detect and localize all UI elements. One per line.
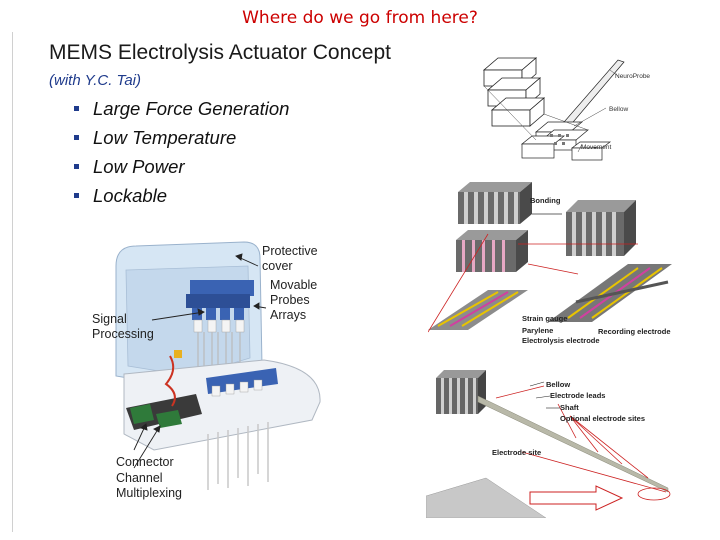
label-shaft: Shaft <box>560 403 579 412</box>
bullet-item: Low Power <box>74 156 289 185</box>
bullet-item: Low Temperature <box>74 127 289 156</box>
bullet-text: Low Temperature <box>93 127 237 148</box>
bullet-marker-icon <box>74 106 79 111</box>
bullet-list: Large Force Generation Low Temperature L… <box>74 98 289 214</box>
substrate-right <box>548 264 672 322</box>
left-rule <box>12 32 13 532</box>
probe-drawing <box>426 370 671 518</box>
bullet-marker-icon <box>74 193 79 198</box>
label-parylene: Parylene <box>522 326 554 335</box>
label-movement: Movement <box>581 144 612 151</box>
bullet-marker-icon <box>74 164 79 169</box>
device-figure: Protective cover Movable Probes Arrays S… <box>86 238 336 510</box>
main-heading: MEMS Electrolysis Actuator Concept <box>49 41 391 64</box>
label-recording-electrode: Recording electrode <box>598 327 671 336</box>
bullet-item: Large Force Generation <box>74 98 289 127</box>
bonding-figure: Bonding Strain gauge Parylene Electrolys… <box>428 182 672 348</box>
label-protective-cover: Protective cover <box>262 244 318 273</box>
label-electrode-leads: Electrode leads <box>550 391 606 400</box>
label-optional-sites: Optional electrode sites <box>560 414 646 423</box>
label-neuroprobe: NeuroProbe <box>615 73 651 80</box>
slide-title: Where do we go from here? <box>242 8 478 28</box>
bullet-text: Large Force Generation <box>93 98 290 119</box>
probe-array <box>186 280 254 376</box>
bullet-text: Lockable <box>93 185 168 206</box>
label-bellow-top: Bellow <box>609 106 629 113</box>
actuator-drawing <box>482 57 625 161</box>
label-bellow: Bellow <box>546 380 571 389</box>
block-top <box>458 182 532 224</box>
block-middle <box>456 230 528 272</box>
label-strain-gauge: Strain gauge <box>522 314 568 323</box>
substrate-left <box>428 290 528 330</box>
bellow-block <box>436 370 486 414</box>
label-channel-multiplexing: Channel Multiplexing <box>116 471 183 500</box>
bullet-text: Low Power <box>93 156 185 177</box>
base-probe-bar <box>206 368 278 397</box>
bonding-drawing <box>428 182 672 348</box>
label-bonding: Bonding <box>530 196 561 205</box>
actuator-figure: NeuroProbe Bellow Movement <box>478 40 710 162</box>
bullet-marker-icon <box>74 135 79 140</box>
label-electrolysis-electrode: Electrolysis electrode <box>522 336 600 345</box>
block-right <box>566 200 636 256</box>
probe-figure: Bellow Electrode leads Shaft Optional el… <box>426 368 676 518</box>
label-electrode-site: Electrode site <box>492 448 542 457</box>
label-movable-probes: Movable Probes Arrays <box>270 278 318 322</box>
label-signal-processing: Signal Processing <box>92 312 154 341</box>
subtitle: (with Y.C. Tai) <box>49 72 141 89</box>
label-connector: Connector <box>116 455 174 469</box>
bullet-item: Lockable <box>74 185 289 214</box>
device-drawing <box>115 241 321 490</box>
